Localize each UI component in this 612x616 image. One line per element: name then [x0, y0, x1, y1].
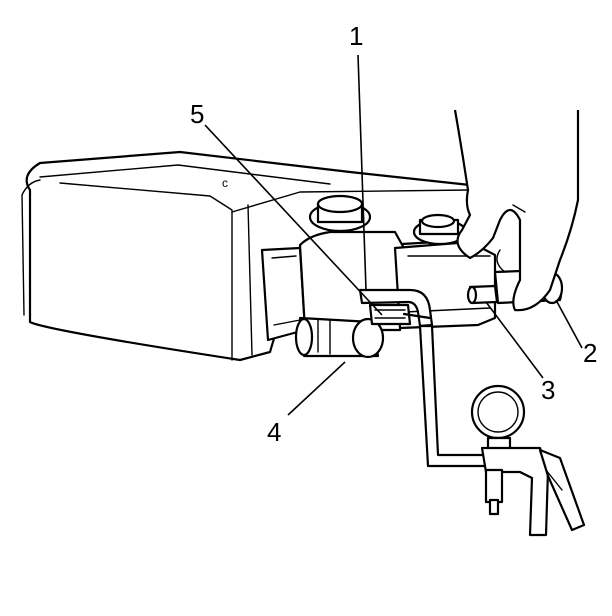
leader-5 [204, 124, 383, 316]
svg-text:c: c [222, 176, 228, 190]
leader-2 [555, 299, 583, 349]
leader-3 [485, 301, 544, 379]
port-4 [294, 316, 385, 359]
callout-3: 3 [541, 375, 555, 405]
callout-4: 4 [267, 417, 281, 447]
callout-2: 2 [583, 338, 597, 368]
callout-labels: 1 2 3 4 5 [190, 21, 597, 447]
leader-1 [357, 54, 367, 291]
leader-lines [204, 54, 583, 416]
callout-5: 5 [190, 99, 204, 129]
technician-hand [453, 109, 580, 312]
leader-4 [287, 361, 346, 416]
hand-vacuum-pump [470, 384, 586, 537]
callout-1: 1 [349, 21, 363, 51]
